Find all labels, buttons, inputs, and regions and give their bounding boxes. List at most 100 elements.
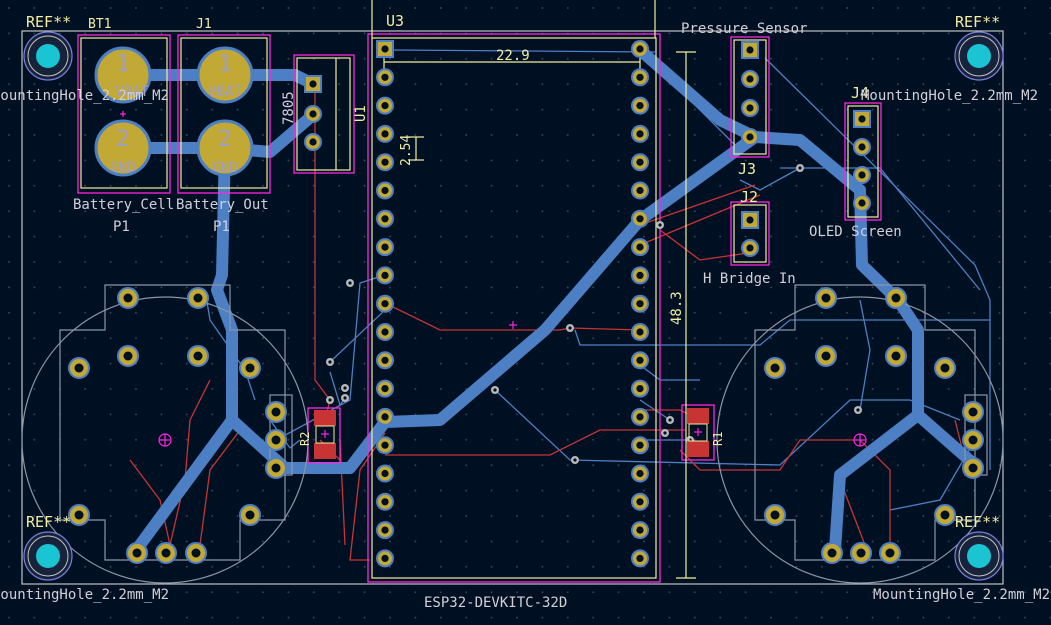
esp32-right-pad[interactable]: [631, 407, 649, 426]
j3-pad[interactable]: [741, 41, 759, 59]
esp32-left-pad[interactable]: [376, 124, 394, 143]
esp32-left-pad[interactable]: [376, 68, 394, 87]
motor-pads[interactable]: [68, 287, 984, 564]
motor-right-pad[interactable]: [764, 357, 786, 379]
mounting-hole-bl[interactable]: [23, 531, 73, 581]
esp32-left-pad[interactable]: [376, 492, 394, 511]
j3-pad[interactable]: [741, 70, 759, 88]
esp32-left-pad[interactable]: [376, 436, 394, 455]
esp32-right-pad[interactable]: [631, 294, 649, 313]
motor-left-pad[interactable]: [155, 542, 177, 564]
motor-right-pad[interactable]: [821, 542, 843, 564]
esp32-right-pad[interactable]: [631, 40, 649, 58]
esp32-left-pad[interactable]: [376, 181, 394, 200]
via[interactable]: [666, 416, 674, 424]
motor-left-pad[interactable]: [185, 542, 207, 564]
motor-right-pad[interactable]: [885, 345, 907, 367]
esp32-left-pad[interactable]: [376, 351, 394, 370]
u1-pad[interactable]: [304, 75, 322, 93]
esp32-right-pad[interactable]: [631, 238, 649, 257]
esp32-right-pad[interactable]: [631, 266, 649, 285]
esp32-left-pad[interactable]: [376, 407, 394, 426]
esp32-left-pad[interactable]: [376, 96, 394, 115]
motor-right-pad[interactable]: [885, 287, 907, 309]
esp32-left-header-pads[interactable]: [376, 40, 394, 568]
j3-pad[interactable]: [741, 99, 759, 117]
via[interactable]: [854, 406, 862, 414]
motor-left-pad[interactable]: [68, 357, 90, 379]
esp32-right-pad[interactable]: [631, 209, 649, 228]
esp32-right-pad[interactable]: [631, 492, 649, 511]
resistor-r2[interactable]: [314, 410, 336, 459]
esp32-right-pad[interactable]: [631, 68, 649, 87]
esp32-right-pad[interactable]: [631, 351, 649, 370]
via[interactable]: [346, 279, 354, 287]
esp32-right-pad[interactable]: [631, 379, 649, 398]
esp32-left-pad[interactable]: [376, 153, 394, 172]
via[interactable]: [341, 384, 349, 392]
motor-right-pad[interactable]: [934, 504, 956, 526]
esp32-left-pad[interactable]: [376, 521, 394, 540]
motor-right-pad[interactable]: [962, 429, 984, 451]
motor-left-pad[interactable]: [265, 457, 287, 479]
mounting-hole-br[interactable]: [954, 531, 1004, 581]
esp32-right-pad[interactable]: [631, 153, 649, 172]
esp32-right-pad[interactable]: [631, 124, 649, 143]
u1-pad[interactable]: [304, 105, 322, 123]
motor-left-pad[interactable]: [239, 357, 261, 379]
motor-left-pad[interactable]: [117, 345, 139, 367]
motor-left-pad[interactable]: [265, 401, 287, 423]
motor-left-pad[interactable]: [239, 504, 261, 526]
j3-pad[interactable]: [741, 128, 759, 146]
j4-pad[interactable]: [853, 194, 871, 212]
j4-pad[interactable]: [853, 138, 871, 156]
via[interactable]: [796, 164, 804, 172]
via[interactable]: [491, 386, 499, 394]
motor-left-pad[interactable]: [187, 287, 209, 309]
esp32-right-header-pads[interactable]: [631, 40, 649, 568]
motor-right-pad[interactable]: [815, 287, 837, 309]
j2-pad[interactable]: [741, 211, 759, 229]
u1-pad[interactable]: [304, 133, 322, 151]
motor-left-pad[interactable]: [265, 429, 287, 451]
mounting-hole-tl[interactable]: [23, 31, 73, 81]
motor-right-pad[interactable]: [934, 357, 956, 379]
esp32-left-pad[interactable]: [376, 294, 394, 313]
esp32-right-pad[interactable]: [631, 323, 649, 341]
esp32-right-pad[interactable]: [631, 181, 649, 200]
via[interactable]: [326, 396, 334, 404]
via[interactable]: [656, 221, 664, 229]
motor-right-pad[interactable]: [764, 504, 786, 526]
motor-left-pad[interactable]: [126, 542, 148, 564]
esp32-left-pad[interactable]: [376, 238, 394, 257]
esp32-right-pad[interactable]: [631, 96, 649, 115]
esp32-right-pad[interactable]: [631, 549, 649, 568]
j2-pad[interactable]: [741, 239, 759, 257]
via[interactable]: [341, 394, 349, 402]
motor-left-pad[interactable]: [117, 287, 139, 309]
esp32-left-pad[interactable]: [376, 266, 394, 285]
battery-terminal-pads[interactable]: [94, 46, 254, 177]
esp32-right-pad[interactable]: [631, 436, 649, 455]
motor-right-pad[interactable]: [962, 457, 984, 479]
esp32-left-pad[interactable]: [376, 549, 394, 568]
esp32-right-pad[interactable]: [631, 521, 649, 540]
via[interactable]: [661, 429, 669, 437]
esp32-left-pad[interactable]: [376, 379, 394, 398]
via[interactable]: [566, 324, 574, 332]
esp32-left-pad[interactable]: [376, 323, 394, 341]
board-outline[interactable]: [21, 30, 1004, 585]
motor-right-pad[interactable]: [962, 401, 984, 423]
resistor-r1[interactable]: [687, 408, 709, 457]
j4-pad[interactable]: [853, 166, 871, 184]
mounting-hole-tr[interactable]: [954, 31, 1004, 81]
esp32-left-pad[interactable]: [376, 209, 394, 228]
motor-right-pad[interactable]: [815, 345, 837, 367]
esp32-left-pad[interactable]: [376, 464, 394, 483]
via[interactable]: [571, 456, 579, 464]
esp32-left-pad[interactable]: [376, 40, 394, 58]
motor-right-pad[interactable]: [850, 542, 872, 564]
via[interactable]: [326, 358, 334, 366]
motor-right-pad[interactable]: [879, 542, 901, 564]
